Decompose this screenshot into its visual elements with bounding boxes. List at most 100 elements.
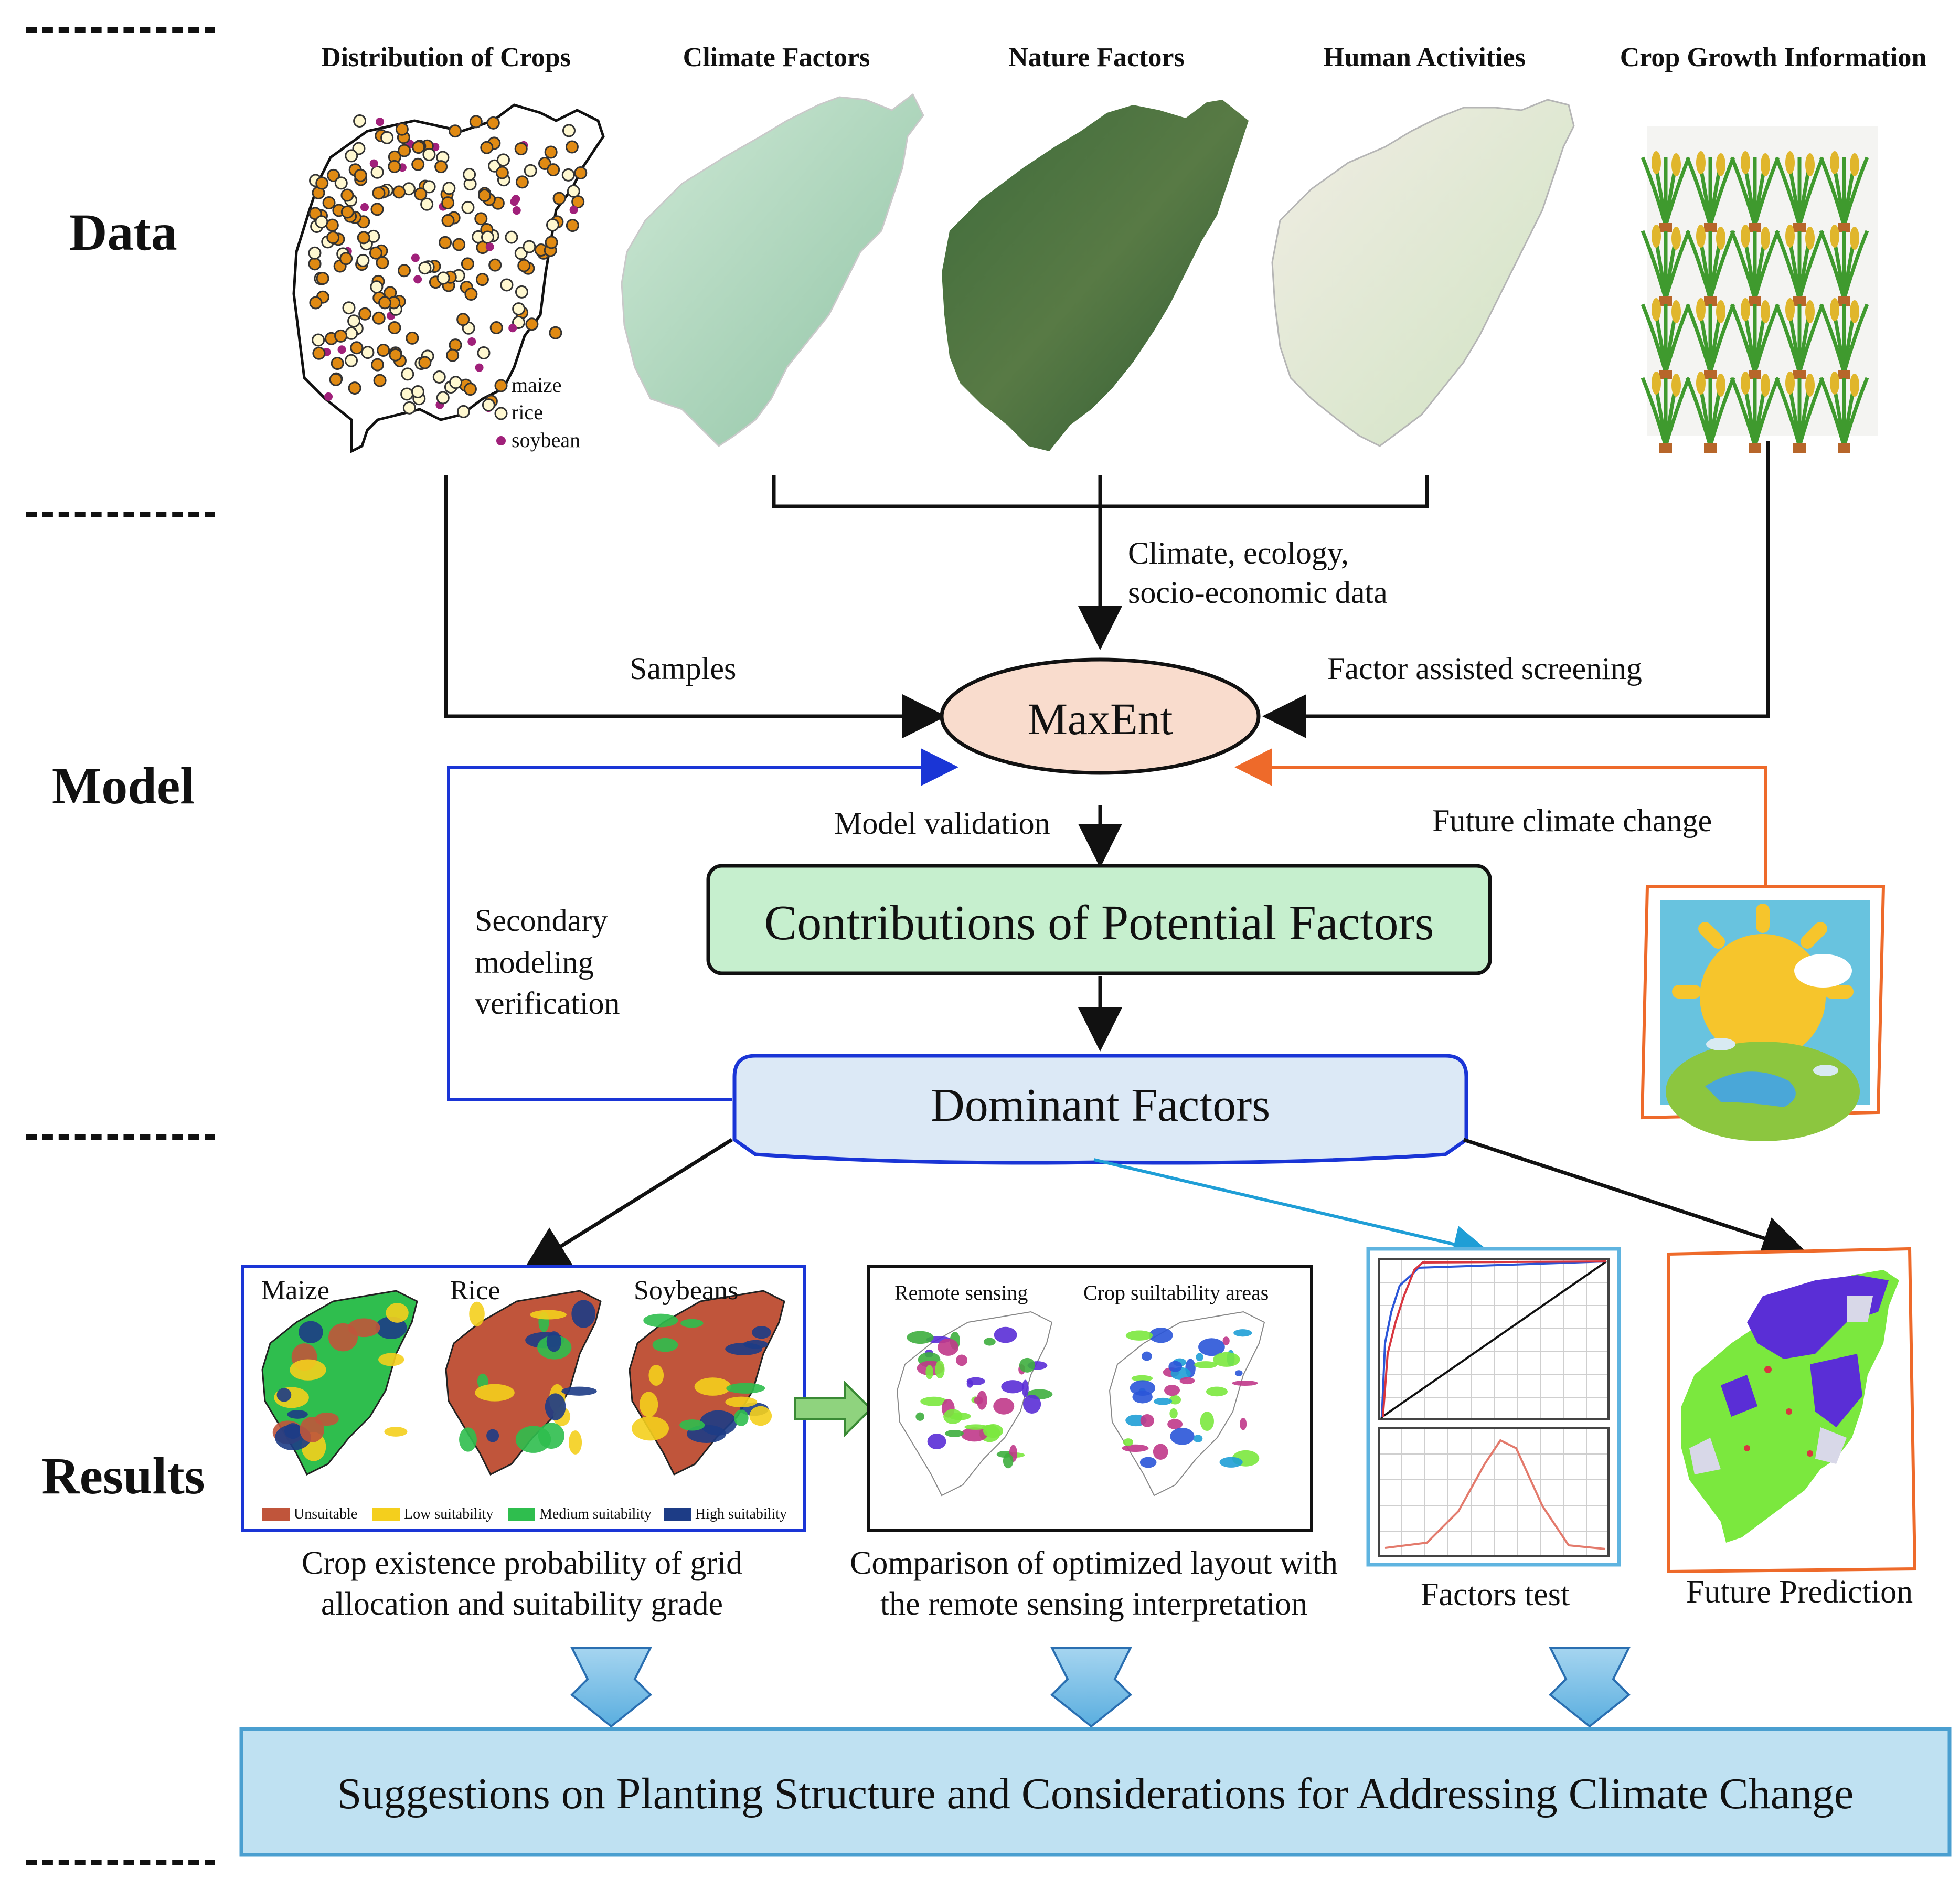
maize-point bbox=[389, 348, 402, 362]
maize-point bbox=[514, 142, 528, 156]
label-factor-screening: Factor assisted screening bbox=[1327, 651, 1642, 686]
label-socio-economic: socio-economic data bbox=[1128, 575, 1388, 610]
rice-point bbox=[482, 398, 495, 412]
rice-point bbox=[312, 333, 325, 347]
rice-plant-icon bbox=[1730, 372, 1780, 453]
suitability-map bbox=[445, 1290, 602, 1476]
legend-medium: Medium suitability bbox=[539, 1506, 652, 1522]
maize-point bbox=[388, 321, 401, 335]
contributions-node bbox=[706, 864, 1492, 975]
maize-point bbox=[545, 236, 558, 249]
maize-point bbox=[316, 272, 329, 285]
section-divider-top bbox=[26, 27, 215, 33]
soybean-point bbox=[475, 363, 484, 372]
rice-point bbox=[561, 168, 575, 182]
label-future-climate: Future climate change bbox=[1432, 803, 1712, 838]
caption-grid-line1: Crop existence probability of grid bbox=[301, 1545, 743, 1581]
rice-point bbox=[347, 314, 361, 328]
label-verification: verification bbox=[475, 986, 620, 1021]
climate-change-illustration bbox=[1640, 885, 1886, 1141]
rice-point bbox=[353, 114, 367, 128]
maize-point bbox=[339, 252, 353, 266]
rice-point bbox=[422, 180, 436, 194]
maize-point bbox=[398, 144, 411, 157]
legend-low: Low suitability bbox=[404, 1506, 494, 1522]
maize-point bbox=[469, 115, 483, 129]
legend-rice: rice bbox=[512, 400, 543, 424]
rice-point bbox=[401, 367, 414, 381]
maize-point bbox=[574, 166, 588, 180]
maize-point bbox=[406, 331, 419, 345]
maize-point bbox=[446, 348, 460, 362]
maize-point bbox=[354, 168, 367, 182]
maize-point bbox=[327, 168, 340, 182]
rice-point bbox=[334, 176, 348, 190]
maize-point bbox=[358, 307, 372, 321]
soybean-point bbox=[508, 324, 517, 333]
caption-future-prediction: Future Prediction bbox=[1686, 1574, 1913, 1610]
arrow-dominant-to-factors-test bbox=[1093, 1158, 1491, 1263]
rice-point bbox=[436, 391, 450, 405]
rice-point bbox=[402, 401, 416, 415]
rice-point bbox=[361, 346, 375, 359]
maize-point bbox=[376, 256, 389, 269]
rice-plant-icon bbox=[1641, 298, 1691, 379]
maize-point bbox=[350, 341, 364, 355]
rice-point bbox=[418, 261, 432, 275]
future-prediction-map bbox=[1667, 1247, 1917, 1574]
maize-point bbox=[308, 257, 322, 271]
maize-point bbox=[489, 321, 503, 335]
suitability-maps bbox=[261, 1290, 785, 1476]
maize-point bbox=[372, 186, 386, 200]
caption-grid-allocation: Crop existence probability of grid alloc… bbox=[220, 1543, 824, 1625]
legend-high: High suitability bbox=[695, 1506, 787, 1522]
data-connectors bbox=[444, 441, 1770, 1052]
section-divider-bottom bbox=[26, 1860, 215, 1865]
maize-point bbox=[325, 218, 339, 232]
section-title-results: Results bbox=[41, 1447, 205, 1505]
rice-plant-icon bbox=[1730, 151, 1780, 232]
rice-point bbox=[315, 215, 328, 229]
factors-test-chart bbox=[1366, 1247, 1621, 1567]
rice-point bbox=[356, 253, 370, 267]
rice-plant-icon bbox=[1641, 151, 1691, 232]
rice-point bbox=[461, 200, 475, 214]
maize-point bbox=[480, 141, 494, 154]
comparison-transition-arrow bbox=[794, 1380, 872, 1438]
section-divider-model-results bbox=[26, 1134, 215, 1140]
crop-growth-image bbox=[1641, 126, 1878, 453]
label-model-validation: Model validation bbox=[834, 806, 1050, 841]
maize-point bbox=[461, 257, 474, 271]
maize-point bbox=[309, 296, 323, 310]
maize-point bbox=[348, 381, 361, 395]
maize-point bbox=[452, 238, 466, 251]
maize-point bbox=[488, 258, 502, 272]
section-title-data: Data bbox=[69, 203, 177, 261]
maize-point bbox=[392, 185, 406, 199]
human-activities-map bbox=[1271, 99, 1575, 447]
maize-point bbox=[538, 157, 551, 171]
rice-plant-icon bbox=[1819, 151, 1869, 232]
rice-point bbox=[420, 197, 434, 211]
rice-plant-icon bbox=[1685, 225, 1735, 306]
rice-point bbox=[342, 301, 356, 315]
maize-point bbox=[388, 160, 401, 173]
soybean-point bbox=[411, 253, 420, 262]
rice-plant-icon bbox=[1685, 298, 1735, 379]
soybean-point bbox=[360, 203, 369, 211]
maize-point bbox=[411, 157, 425, 171]
maize-point bbox=[418, 356, 432, 369]
maize-point bbox=[357, 231, 370, 245]
label-remote-sensing: Remote sensing bbox=[894, 1281, 1028, 1304]
soybean-point bbox=[485, 242, 494, 251]
title-human-activities: Human Activities bbox=[1323, 43, 1526, 72]
maize-point bbox=[552, 192, 566, 205]
rice-point bbox=[442, 182, 456, 195]
title-crop-growth-information: Crop Growth Information bbox=[1620, 43, 1927, 72]
rice-point bbox=[456, 405, 470, 418]
maize-point bbox=[326, 231, 340, 245]
maize-point bbox=[334, 329, 348, 343]
rice-point bbox=[308, 246, 322, 260]
legend-soybean: soybean bbox=[512, 428, 581, 452]
